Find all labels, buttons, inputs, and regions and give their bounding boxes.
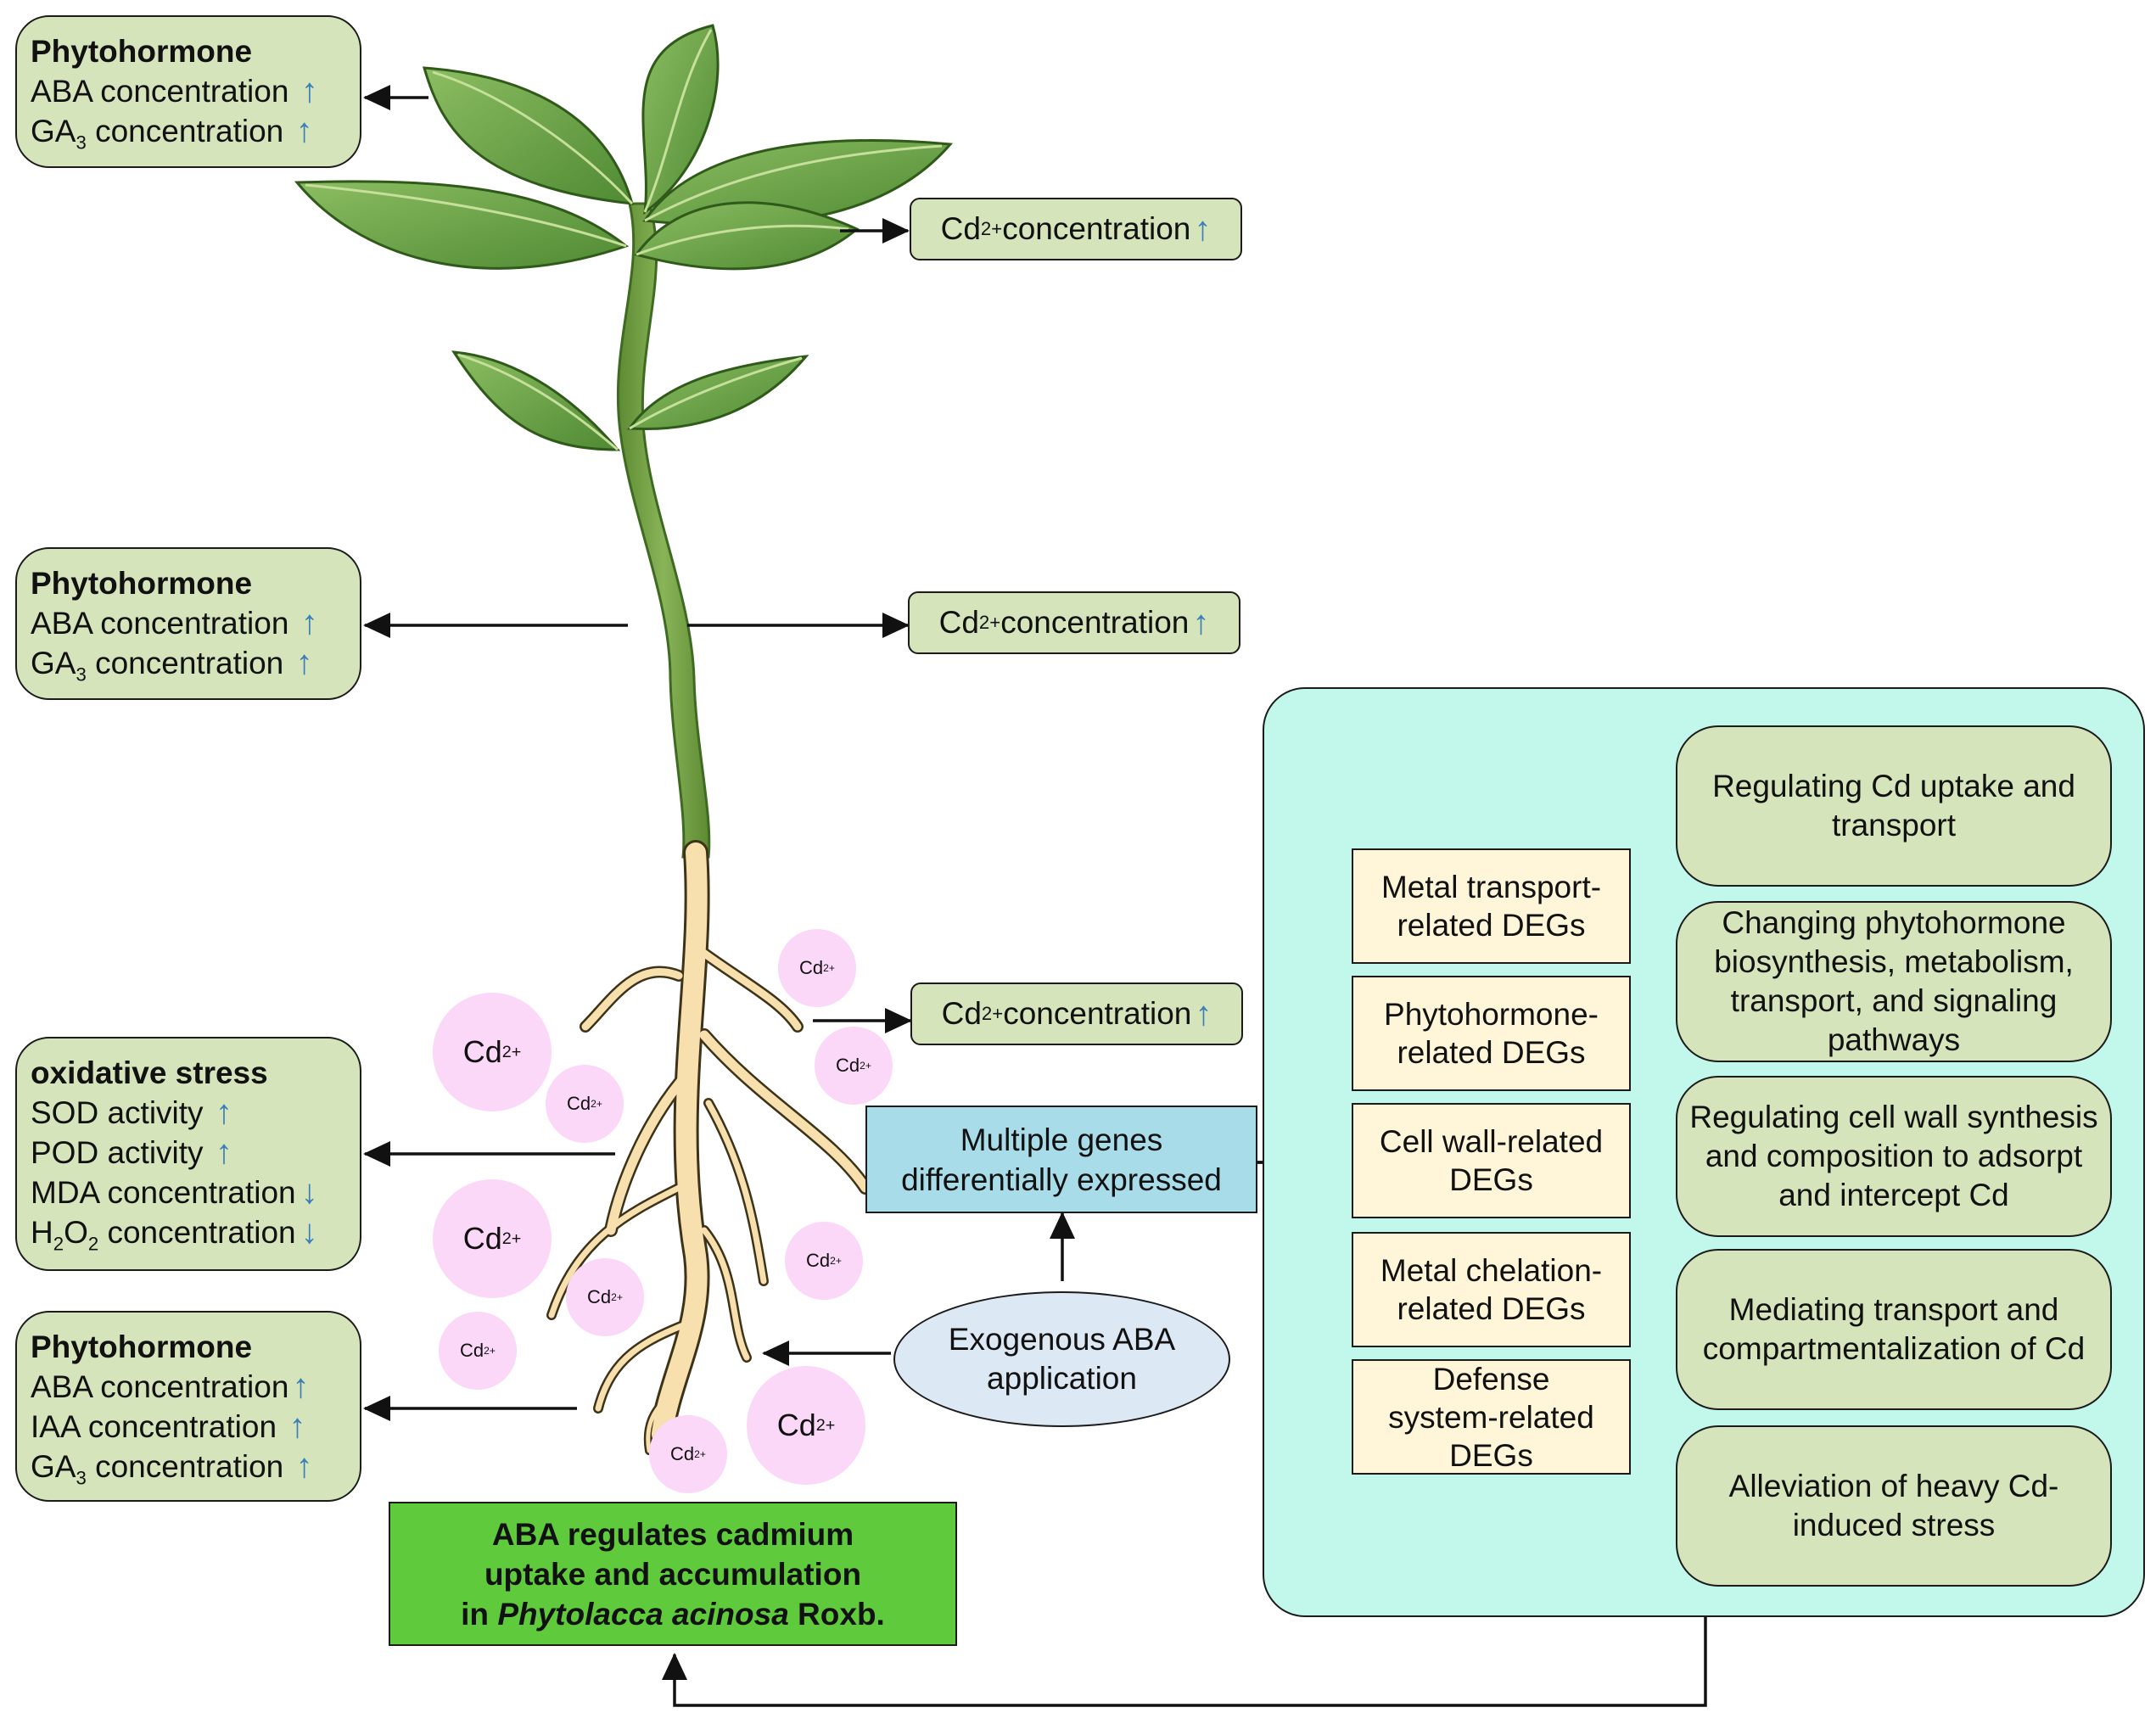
- ga3-line: GA3 concentration ↑: [31, 112, 313, 154]
- conclusion-box: ABA regulates cadmium uptake and accumul…: [389, 1502, 957, 1646]
- arrow-panel-to-conclusion: [662, 1617, 1707, 1707]
- outcome-stress-alleviation: Alleviation of heavy Cd-induced stress: [1676, 1425, 2112, 1587]
- exogenous-aba-ellipse: Exogenous ABA application: [893, 1291, 1230, 1427]
- deg-defense-system: Defense system-related DEGs: [1352, 1359, 1631, 1475]
- stem: [616, 202, 711, 859]
- outcome-compartmentalization: Mediating transport and compartmentaliza…: [1676, 1249, 2112, 1410]
- down-arrow-icon: ↓: [300, 1213, 318, 1251]
- box-title: Phytohormone: [31, 566, 253, 601]
- box-title: Phytohormone: [31, 34, 253, 69]
- up-arrow-icon: ↑: [295, 112, 313, 149]
- ga3-line: GA3 concentration ↑: [31, 644, 313, 686]
- aba-line: ABA concentration ↑: [31, 604, 318, 641]
- box-title: oxidative stress: [31, 1055, 268, 1090]
- up-arrow-icon: ↑: [295, 644, 313, 681]
- up-arrow-icon: ↑: [1192, 603, 1210, 641]
- deg-phytohormone: Phytohormone-related DEGs: [1352, 976, 1631, 1091]
- pod-line: POD activity ↑: [31, 1134, 232, 1171]
- multiple-genes-box: Multiple genes differentially expressed: [865, 1106, 1257, 1213]
- mda-line: MDA concentration↓: [31, 1173, 318, 1211]
- up-arrow-icon: ↑: [295, 1447, 313, 1485]
- oxidative-stress-box: oxidative stress SOD activity ↑ POD acti…: [15, 1037, 361, 1271]
- deg-metal-transport: Metal transport-related DEGs: [1352, 848, 1631, 964]
- aba-line: ABA concentration↑: [31, 1368, 310, 1405]
- deg-cell-wall: Cell wall-related DEGs: [1352, 1103, 1631, 1218]
- roots-fill: [548, 843, 871, 1453]
- stem-phytohormone-box: Phytohormone ABA concentration ↑ GA3 con…: [15, 547, 361, 700]
- h2o2-line: H2O2 concentration↓: [31, 1213, 318, 1255]
- up-arrow-icon: ↑: [292, 1368, 310, 1405]
- iaa-line: IAA concentration ↑: [31, 1408, 306, 1445]
- leaf-phytohormone-box: Phytohormone ABA concentration ↑ GA3 con…: [15, 15, 361, 168]
- up-arrow-icon: ↑: [1195, 994, 1212, 1033]
- up-arrow-icon: ↑: [300, 72, 318, 109]
- outcome-phytohormone-pathways: Changing phytohormone biosynthesis, meta…: [1676, 901, 2112, 1062]
- up-arrow-icon: ↑: [215, 1134, 232, 1171]
- deg-metal-chelation: Metal chelation-related DEGs: [1352, 1232, 1631, 1347]
- ga3-line: GA3 concentration ↑: [31, 1447, 313, 1489]
- up-arrow-icon: ↑: [215, 1094, 232, 1131]
- aba-line: ABA concentration ↑: [31, 72, 318, 109]
- up-arrow-icon: ↑: [288, 1408, 306, 1445]
- outcome-cd-uptake: Regulating Cd uptake and transport: [1676, 725, 2112, 887]
- outcome-cell-wall: Regulating cell wall synthesis and compo…: [1676, 1076, 2112, 1237]
- down-arrow-icon: ↓: [300, 1173, 318, 1211]
- up-arrow-icon: ↑: [1194, 210, 1212, 248]
- up-arrow-icon: ↑: [300, 604, 318, 641]
- sod-line: SOD activity ↑: [31, 1094, 232, 1131]
- root-phytohormone-box: Phytohormone ABA concentration↑ IAA conc…: [15, 1311, 361, 1502]
- box-title: Phytohormone: [31, 1330, 253, 1364]
